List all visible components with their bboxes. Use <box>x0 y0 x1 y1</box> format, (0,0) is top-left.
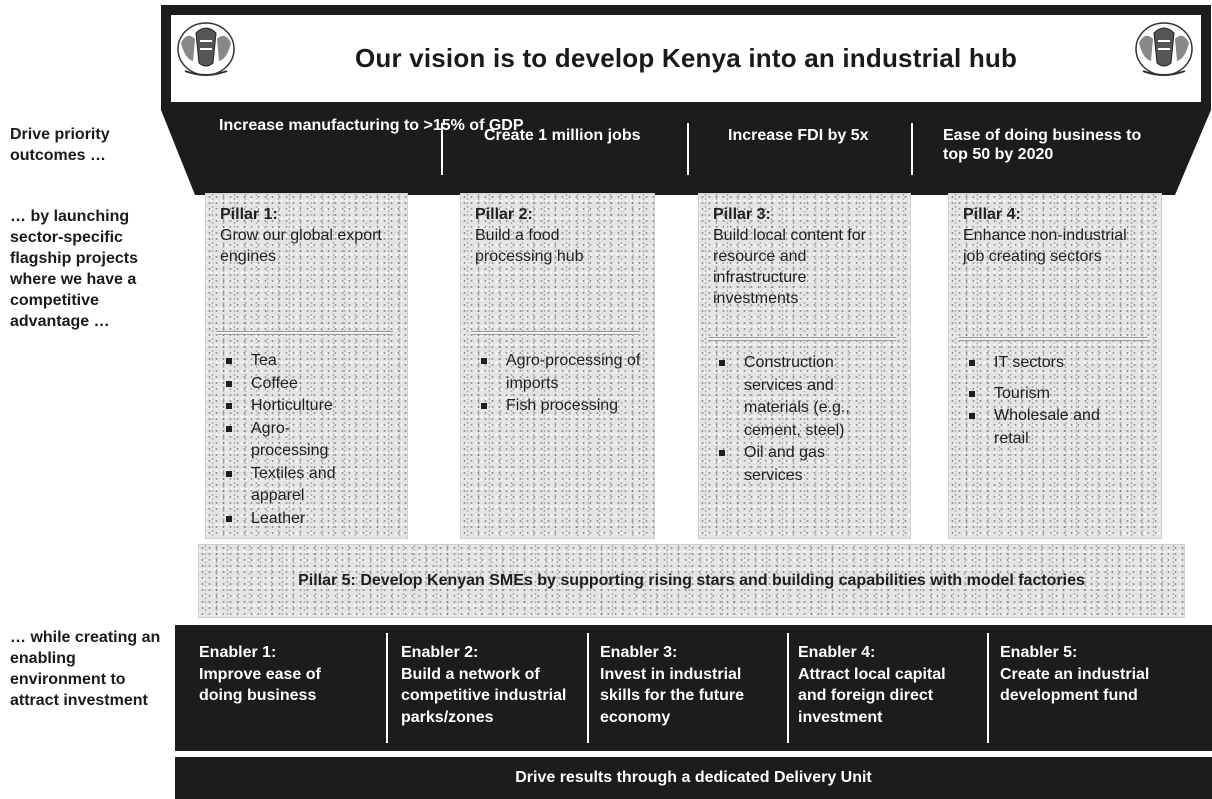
pillar-separator <box>216 331 393 335</box>
bullet-icon <box>226 403 232 409</box>
vision-panel: Our vision is to develop Kenya into an i… <box>171 15 1201 102</box>
list-item-label: Agro-processing <box>251 419 329 460</box>
list-item: Wholesale and retail <box>963 405 1128 450</box>
vision-title: Our vision is to develop Kenya into an i… <box>354 43 1018 73</box>
pillar-5-banner: Pillar 5: Develop Kenyan SMEs by support… <box>198 544 1185 618</box>
list-item: Agro-processing <box>220 418 348 463</box>
bullet-icon <box>719 360 725 366</box>
list-item-label: Fish processing <box>506 397 619 414</box>
pillar-list: Construction services and materials (e.g… <box>713 352 906 487</box>
list-item: Tourism <box>963 383 1157 406</box>
side-label-environment: … while creating an enabling environment… <box>10 629 161 709</box>
list-item: Oil and gas services <box>713 442 863 487</box>
delivery-unit-label: Drive results through a dedicated Delive… <box>515 769 872 786</box>
list-item: Fish processing <box>475 395 650 418</box>
bullet-icon <box>226 515 232 522</box>
pillar-separator <box>471 331 640 335</box>
pillar-subtitle: Build a food processing hub <box>475 227 584 265</box>
list-item: Tea <box>220 350 403 373</box>
enabler-2: Enabler 2: Build a network of competitiv… <box>401 642 576 728</box>
coat-of-arms-icon <box>1135 22 1193 76</box>
list-item-label: Construction services and materials (e.g… <box>744 354 850 439</box>
pillar-list: Agro-processing of imports Fish processi… <box>475 350 650 418</box>
enablers-band: Enabler 1: Improve ease of doing busines… <box>175 625 1212 751</box>
outcome-divider <box>687 123 689 175</box>
list-item-label: Wholesale and retail <box>994 407 1100 447</box>
bullet-icon <box>481 358 487 364</box>
list-item-label: Tourism <box>994 384 1051 402</box>
outcomes-band <box>161 110 1211 195</box>
pillar-title: Pillar 1: <box>220 206 278 223</box>
enabler-1: Enabler 1: Improve ease of doing busines… <box>199 642 359 707</box>
pillar-4-card: Pillar 4: Enhance non-industrial job cre… <box>948 193 1162 539</box>
list-item: Construction services and materials (e.g… <box>713 352 893 442</box>
bullet-icon <box>226 358 232 364</box>
enabler-text: Create an industrial development fund <box>1000 665 1150 705</box>
pillar-title: Pillar 3: <box>713 206 771 223</box>
list-item-label: Textiles and apparel <box>251 464 336 505</box>
enabler-divider <box>787 633 789 743</box>
bullet-icon <box>226 470 232 477</box>
outcome-manufacturing: Increase manufacturing to >15% of GDP <box>219 117 524 134</box>
enabler-title: Enabler 3: <box>600 644 678 661</box>
enabler-text: Invest in industrial skills for the futu… <box>600 665 745 726</box>
enabler-title: Enabler 5: <box>1000 644 1078 661</box>
list-item-label: IT sectors <box>994 354 1064 371</box>
enabler-title: Enabler 4: <box>798 644 876 661</box>
enabler-4: Enabler 4: Attract local capital and for… <box>798 642 973 728</box>
outcome-fdi: Increase FDI by 5x <box>728 127 869 144</box>
list-item: Leather <box>220 508 403 531</box>
list-item-label: Leather <box>251 509 306 527</box>
pillar-subtitle: Enhance non-industrial job creating sect… <box>963 227 1127 265</box>
bullet-icon <box>969 413 975 419</box>
enabler-title: Enabler 1: <box>199 644 277 661</box>
bullet-icon <box>969 390 975 397</box>
pillar-title: Pillar 4: <box>963 206 1021 223</box>
bullet-icon <box>719 450 725 456</box>
outcome-ease-of-business: Ease of doing business to top 50 by 2020 <box>943 127 1142 163</box>
enabler-divider <box>587 633 589 743</box>
list-item-label: Oil and gas services <box>744 444 825 484</box>
enabler-5: Enabler 5: Create an industrial developm… <box>1000 642 1200 707</box>
enabler-3: Enabler 3: Invest in industrial skills f… <box>600 642 780 728</box>
bullet-icon <box>226 425 232 432</box>
pillar-5-label: Pillar 5: Develop Kenyan SMEs by support… <box>298 572 1085 589</box>
pillar-list: IT sectors Tourism Wholesale and retail <box>963 352 1157 450</box>
enabler-text: Improve ease of doing business <box>199 665 321 705</box>
pillar-list: Tea Coffee Horticulture Agro-processing … <box>220 350 403 530</box>
outcome-divider <box>441 123 443 175</box>
vision-banner: Our vision is to develop Kenya into an i… <box>161 5 1211 110</box>
enabler-divider <box>987 633 989 743</box>
list-item-label: Horticulture <box>251 397 333 414</box>
outcome-divider <box>911 123 913 175</box>
bullet-icon <box>226 380 232 387</box>
list-item: Textiles and apparel <box>220 463 380 508</box>
pillar-subtitle: Build local content for resource and inf… <box>713 227 866 307</box>
enabler-text: Attract local capital and foreign direct… <box>798 665 946 726</box>
list-item: Horticulture <box>220 395 403 418</box>
pillar-2-card: Pillar 2: Build a food processing hub Ag… <box>460 193 655 539</box>
side-label-projects: … by launching sector-specific flagship … <box>10 208 139 330</box>
coat-of-arms-icon <box>177 22 235 76</box>
pillar-separator <box>959 337 1147 341</box>
pillar-1-card: Pillar 1: Grow our global export engines… <box>205 193 408 539</box>
pillar-subtitle: Grow our global export engines <box>220 227 382 265</box>
list-item: Agro-processing of imports <box>475 350 645 395</box>
list-item: IT sectors <box>963 352 1157 375</box>
delivery-unit-banner: Drive results through a dedicated Delive… <box>175 757 1212 799</box>
pillar-3-card: Pillar 3: Build local content for resour… <box>698 193 911 539</box>
list-item-label: Tea <box>251 352 277 369</box>
enabler-title: Enabler 2: <box>401 644 479 661</box>
bullet-icon <box>481 403 487 409</box>
pillar-title: Pillar 2: <box>475 206 533 223</box>
list-item-label: Coffee <box>251 374 298 392</box>
enabler-text: Build a network of competitive industria… <box>401 665 567 726</box>
pillar-separator <box>709 337 896 341</box>
list-item: Coffee <box>220 373 403 396</box>
side-label-outcomes: Drive priority outcomes … <box>10 126 110 164</box>
bullet-icon <box>969 360 975 366</box>
list-item-label: Agro-processing of imports <box>506 352 641 392</box>
outcome-jobs: Create 1 million jobs <box>484 127 641 144</box>
enabler-divider <box>386 633 388 743</box>
